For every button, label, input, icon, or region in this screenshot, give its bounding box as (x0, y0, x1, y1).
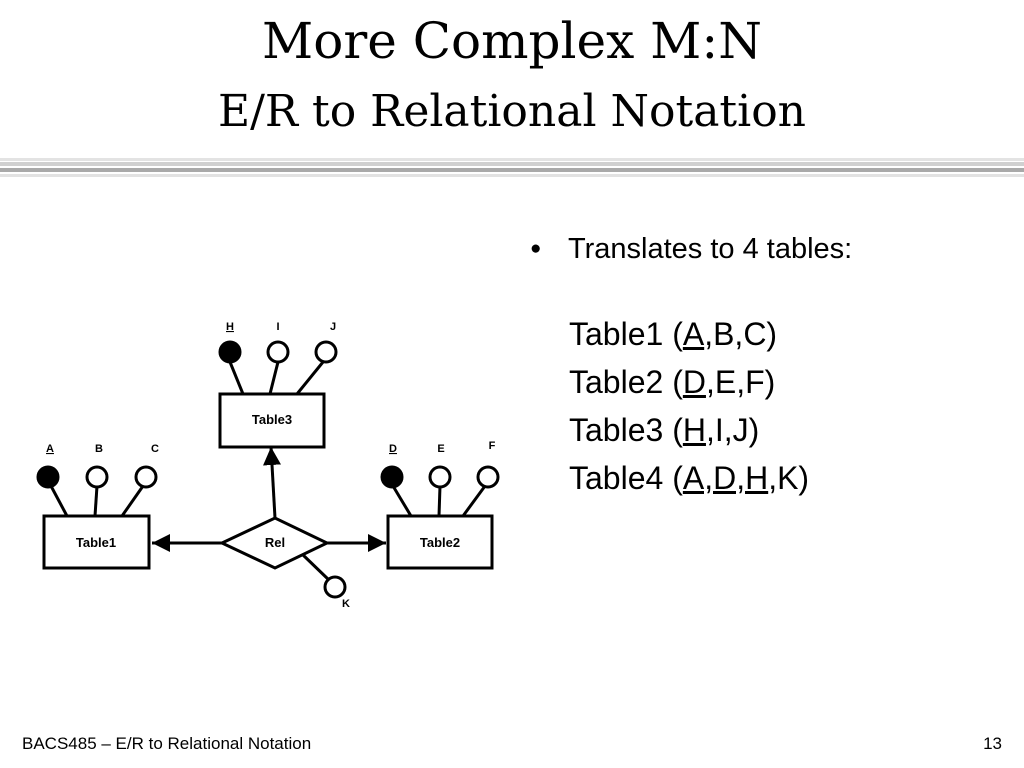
table-paren-open: ( (663, 316, 683, 352)
slide-subtitle: E/R to Relational Notation (217, 86, 807, 137)
table-name: Table1 (569, 316, 664, 352)
divider-stripe (0, 158, 1024, 161)
entity-table3-label: Table3 (252, 412, 292, 427)
connector-j (295, 361, 325, 395)
attribute-a-circle (36, 465, 60, 489)
attribute-b-circle (85, 465, 109, 489)
connector-c (120, 485, 145, 517)
footer-page-number: 13 (983, 734, 1002, 753)
table-name: Table2 (569, 364, 664, 400)
divider-stripe (0, 174, 1024, 177)
table-primary-key: H (682, 412, 706, 448)
attribute-h-circle (218, 340, 242, 364)
connector-k (300, 552, 332, 583)
connector-d (391, 485, 413, 517)
relational-table-line: Table3 (H,I,J) (569, 406, 809, 454)
er-diagram: Table3 Table1 Table2 Rel H I J A B C D E… (36, 321, 500, 610)
table-attributes: ,B,C) (704, 316, 778, 352)
connector-a (49, 485, 69, 517)
entity-table1-label: Table1 (76, 535, 116, 550)
relationship-rel-label: Rel (265, 535, 285, 550)
attribute-connectors (49, 361, 487, 583)
table-primary-key: A (682, 316, 705, 352)
relationship-arrows (152, 446, 386, 552)
bullet-item: ● Translates to 4 tables: (530, 228, 852, 270)
entity-table2-box (386, 514, 494, 570)
table-name: Table3 (569, 412, 664, 448)
attribute-k-circle (323, 575, 347, 599)
table-attributes: ,K) (768, 460, 810, 496)
connector-i (268, 361, 280, 395)
connector-e (437, 485, 442, 517)
bullet-text: Translates to 4 tables: (568, 233, 853, 265)
connector-b (93, 485, 99, 517)
entity-table2-label: Table2 (420, 535, 460, 550)
entity-table3-box (218, 392, 326, 449)
table-paren-open: ( (663, 460, 683, 496)
divider-stripe (0, 162, 1024, 166)
relational-table-list: Table1 (A,B,C) Table2 (D,E,F) Table3 (H,… (569, 310, 809, 502)
relationship-rel-diamond (218, 516, 331, 570)
table-paren-open: ( (663, 412, 683, 448)
table-name: Table4 (569, 460, 664, 496)
attribute-h-label: H (226, 321, 234, 333)
attribute-d-circle (380, 465, 404, 489)
entity-table1-box (42, 514, 151, 570)
attribute-a-label: A (46, 443, 54, 455)
slide-title: More Complex M:N (262, 12, 762, 70)
bullet-list: ● Translates to 4 tables: (530, 228, 852, 270)
divider-stripe (0, 168, 1024, 172)
connector-f (461, 485, 487, 517)
attribute-f-circle (476, 465, 500, 489)
relational-table-line: Table2 (D,E,F) (569, 358, 809, 406)
connector-h (228, 361, 245, 395)
attribute-c-label: C (151, 443, 159, 455)
attribute-f-label: F (489, 440, 496, 452)
attribute-k-label: K (342, 598, 350, 610)
attribute-b-label: B (95, 443, 103, 455)
table-primary-key: A,D,H (682, 460, 769, 496)
attribute-i-label: I (276, 321, 279, 333)
attribute-e-circle (428, 465, 452, 489)
table-paren-open: ( (663, 364, 683, 400)
table-primary-key: D (682, 364, 706, 400)
attribute-j-label: J (330, 321, 336, 333)
attribute-d-label: D (389, 443, 397, 455)
table-attributes: ,E,F) (705, 364, 776, 400)
bullet-dot-icon: ● (530, 238, 542, 259)
footer-course-label: BACS485 – E/R to Relational Notation (22, 734, 312, 753)
relational-table-line: Table1 (A,B,C) (569, 310, 809, 358)
table-attributes: ,I,J) (705, 412, 760, 448)
attribute-i-circle (266, 340, 290, 364)
relational-table-line: Table4 (A,D,H,K) (569, 454, 809, 502)
attribute-e-label: E (437, 443, 444, 455)
attribute-j-circle (314, 340, 338, 364)
attribute-c-circle (134, 465, 158, 489)
arrow-to-table3 (263, 446, 281, 519)
